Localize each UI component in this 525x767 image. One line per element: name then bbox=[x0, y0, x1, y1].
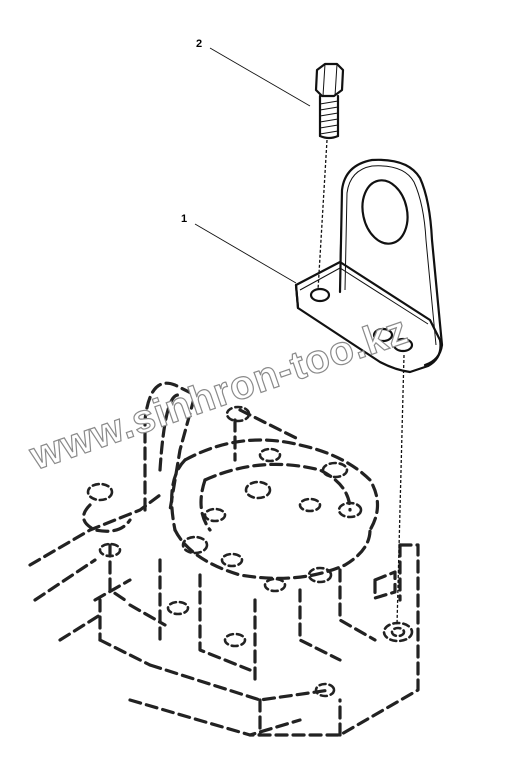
callout-1: 1 bbox=[181, 213, 187, 225]
assembly-axes bbox=[317, 139, 405, 626]
bolt-part bbox=[314, 62, 345, 140]
callout-leaders bbox=[194, 47, 311, 284]
watermark-text: www.sinhron-too.kz bbox=[24, 308, 414, 479]
callout-2: 2 bbox=[196, 38, 202, 50]
engine-block-phantom bbox=[28, 381, 420, 737]
bracket-part bbox=[294, 158, 444, 374]
